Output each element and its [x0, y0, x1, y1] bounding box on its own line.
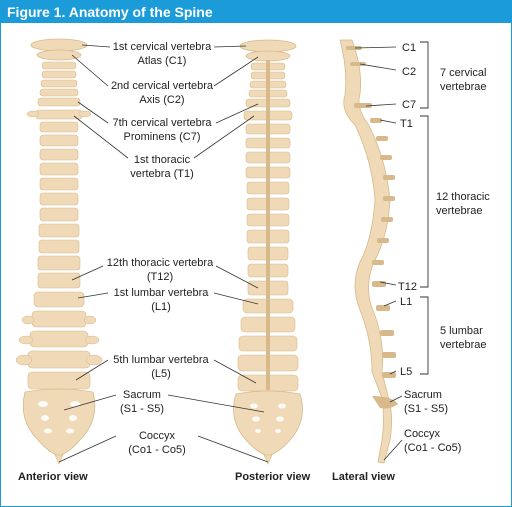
- label-c7-line2: Prominens (C7): [123, 131, 200, 143]
- label-l1-line1: 1st lumbar vertebra: [114, 287, 210, 299]
- posterior-view-caption: Posterior view: [235, 471, 311, 483]
- label-c7-line1: 7th cervical vertebra: [112, 117, 212, 129]
- lumbar-group-line2: vertebrae: [440, 339, 486, 351]
- lateral-label-coccyx-line2: (Co1 - Co5): [404, 442, 461, 454]
- posterior-spine: [233, 39, 303, 465]
- lateral-label-t1: T1: [400, 118, 413, 130]
- lateral-spine: [339, 39, 398, 464]
- lateral-label-c1: C1: [402, 42, 416, 54]
- title-bar: Figure 1. Anatomy of the Spine: [1, 1, 511, 23]
- lumbar-group-line1: 5 lumbar: [440, 325, 483, 337]
- label-t12-line2: (T12): [147, 271, 173, 283]
- lateral-label-l5: L5: [400, 366, 412, 378]
- thoracic-group-line2: vertebrae: [436, 205, 482, 217]
- thoracic-group-line1: 12 thoracic: [436, 191, 490, 203]
- lateral-label-sacrum-line2: (S1 - S5): [404, 403, 448, 415]
- lateral-label-l1: L1: [400, 296, 412, 308]
- label-c2-line1: 2nd cervical vertebra: [111, 80, 214, 92]
- label-l1-line2: (L1): [151, 301, 171, 313]
- label-c2-line2: Axis (C2): [139, 94, 184, 106]
- label-sacrum-line1: Sacrum: [123, 389, 161, 401]
- label-c1-line1: 1st cervical vertebra: [113, 41, 212, 53]
- lateral-label-c7: C7: [402, 99, 416, 111]
- label-coccyx-line1: Coccyx: [139, 430, 176, 442]
- cervical-group-line2: vertebrae: [440, 81, 486, 93]
- anterior-spine: [15, 38, 103, 465]
- label-t1-line2: vertebra (T1): [130, 168, 194, 180]
- lateral-label-t12: T12: [398, 281, 417, 293]
- label-t12-line1: 12th thoracic vertebra: [107, 257, 214, 269]
- figure-title: Figure 1. Anatomy of the Spine: [7, 4, 213, 20]
- label-coccyx-line2: (Co1 - Co5): [128, 444, 185, 456]
- label-l5-line1: 5th lumbar vertebra: [113, 354, 209, 366]
- lateral-label-c2: C2: [402, 66, 416, 78]
- label-l5-line2: (L5): [151, 368, 171, 380]
- lateral-view-caption: Lateral view: [332, 471, 395, 483]
- label-t1-line1: 1st thoracic: [134, 154, 191, 166]
- leader-lines: [58, 44, 403, 463]
- lateral-label-sacrum-line1: Sacrum: [404, 389, 442, 401]
- label-c1-line2: Atlas (C1): [138, 55, 187, 67]
- anterior-view-caption: Anterior view: [18, 471, 88, 483]
- cervical-group-line1: 7 cervical: [440, 67, 486, 79]
- label-sacrum-line2: (S1 - S5): [120, 403, 164, 415]
- vertebrae-brackets: [420, 41, 429, 375]
- lateral-label-coccyx-line1: Coccyx: [404, 428, 441, 440]
